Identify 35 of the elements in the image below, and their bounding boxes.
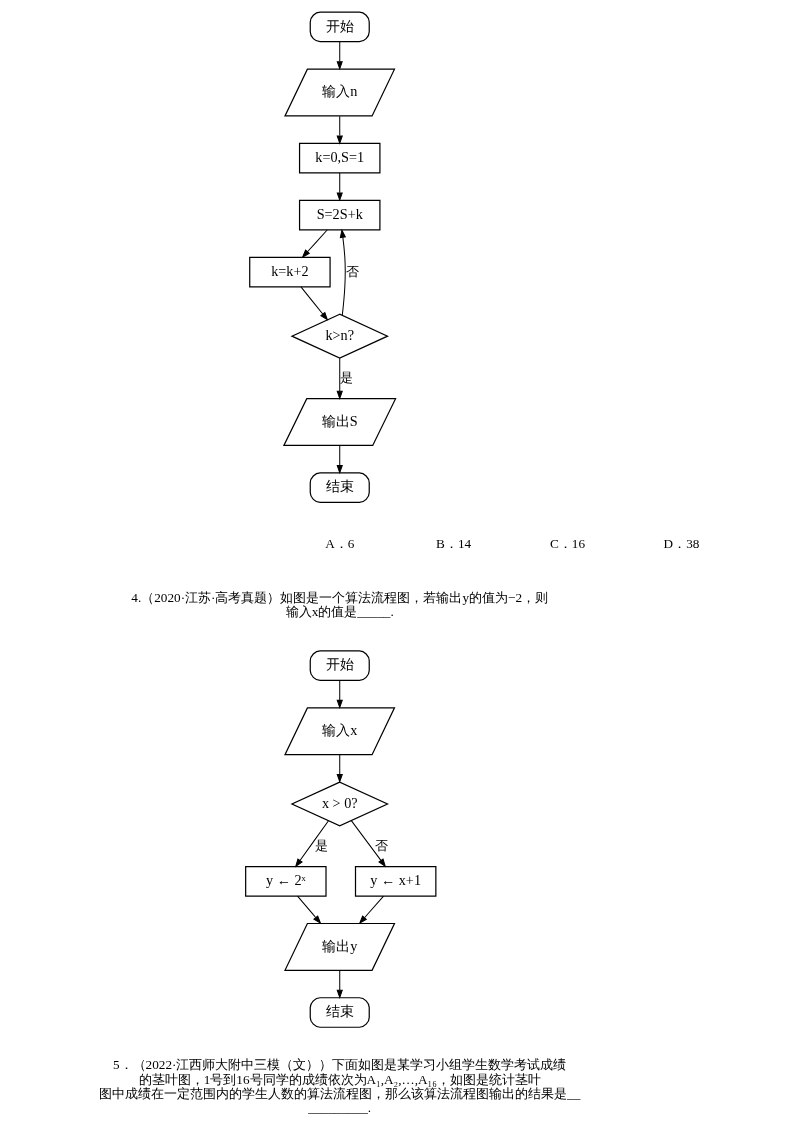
label: A．6: [325, 536, 355, 552]
node-diamond: x > 0?: [290, 781, 389, 827]
edge-label: 是: [339, 369, 353, 385]
label: 4.（2020·江苏·高考真题）如图是一个算法流程图，若输出y的值为−2，则输入x的值是_____.: [131, 589, 549, 619]
node-box: k=k+2: [249, 256, 331, 288]
label: 5．（2022·江西师大附中三模（文））下面如图是某学习小组学生数学考试成绩的茎叶图，1号到16号同学的成绩依次为A₁,A₂,…,A₁₆，如图是统计茎叶图中成绩在一定范围内的学生人数的算法流程图，那么该算法流程图输出的结果是___________.: [99, 1057, 581, 1116]
arrow: [336, 970, 343, 999]
arrow: [301, 229, 328, 259]
arrow: [297, 895, 322, 925]
node-box: y ← 2ˣ: [245, 865, 327, 897]
arrow: [336, 357, 343, 400]
label: C．16: [550, 536, 586, 552]
arrow: [336, 115, 343, 145]
node-box: y ← x+1: [354, 865, 437, 897]
edge-label: 否: [375, 837, 389, 853]
edge-label: 是: [315, 837, 329, 853]
node-box: 结束: [309, 472, 370, 504]
arrow: [336, 41, 343, 71]
arrow: [336, 445, 343, 475]
edge-label: 否: [345, 263, 359, 279]
node-box: S=2S+k: [298, 199, 381, 231]
node-box: 开始: [309, 11, 370, 43]
arrow: [339, 228, 347, 316]
arrow: [294, 820, 329, 868]
node-box: 结束: [309, 997, 370, 1028]
node-box: 开始: [309, 650, 370, 682]
arrow: [358, 895, 385, 925]
arrow: [336, 679, 343, 710]
label: B．14: [436, 536, 472, 552]
node-box: k=0,S=1: [298, 142, 381, 174]
arrow: [300, 286, 329, 321]
label: D．38: [663, 536, 700, 552]
arrow: [350, 820, 387, 868]
arrow: [336, 754, 343, 784]
arrow: [336, 172, 343, 202]
